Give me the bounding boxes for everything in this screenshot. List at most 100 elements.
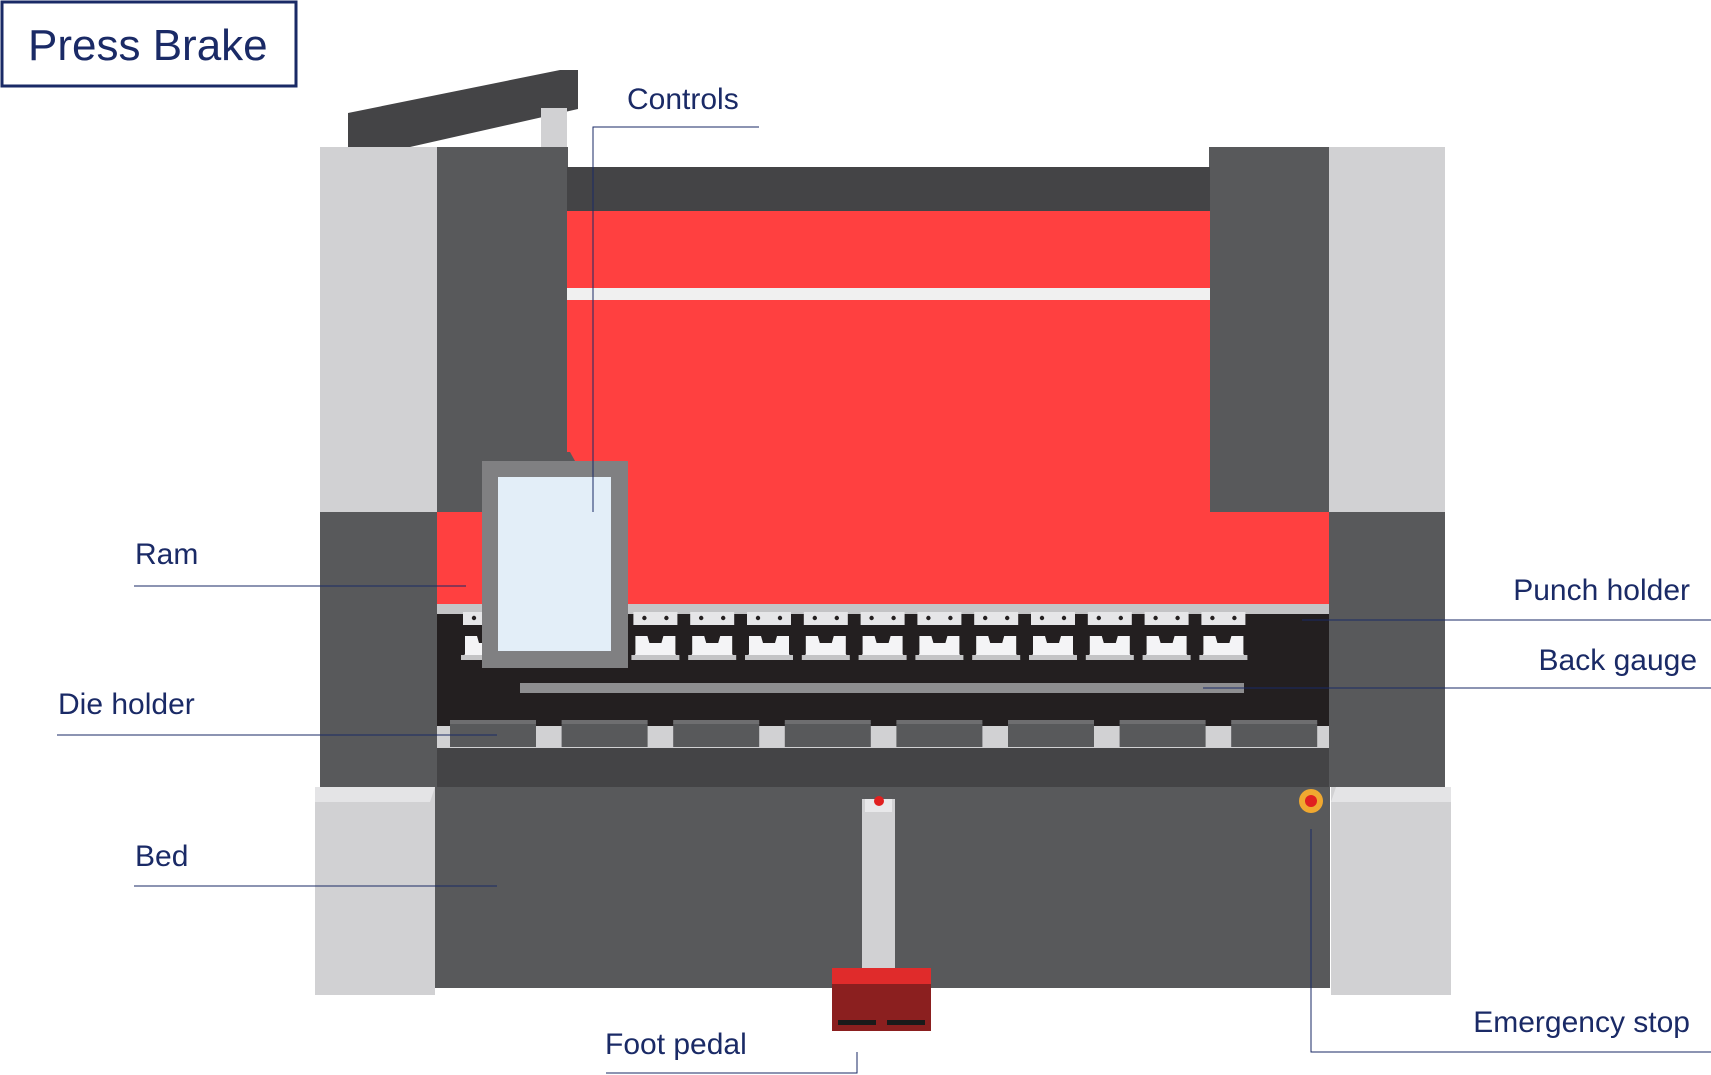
punch-clamp (860, 612, 905, 625)
punch-tool-shadow (858, 655, 907, 660)
die-block-top (450, 720, 536, 724)
punch-bolt-icon (471, 615, 477, 621)
punch-bolt-icon (926, 615, 931, 621)
punch-bolt-icon (834, 615, 839, 621)
punch-tool (915, 636, 964, 660)
punch-clamp (917, 612, 962, 625)
foot-pedal[interactable] (832, 796, 931, 1031)
punch (1142, 612, 1191, 660)
foot-pedal-post (862, 799, 895, 971)
emergency-stop-button[interactable] (1299, 789, 1323, 813)
label-punch-holder: Punch holder (1513, 574, 1690, 607)
left-lower-frame (320, 512, 437, 787)
leader-lines (57, 126, 1711, 1074)
punch-tool (1029, 636, 1077, 660)
label-emergency-stop: Emergency stop (1473, 1006, 1690, 1039)
label-controls: Controls (627, 83, 739, 116)
punch-bolt-icon (1061, 615, 1067, 621)
punch-clamp (1031, 612, 1075, 625)
die-holder (437, 720, 1329, 787)
back-gauge-bar (520, 683, 1244, 693)
punch (972, 612, 1021, 660)
foot-pedal-indicator-icon (874, 796, 884, 806)
right-lower-frame (1329, 512, 1445, 787)
punch-bolt-icon (1210, 615, 1215, 621)
die-block (896, 723, 983, 747)
label-die-holder: Die holder (58, 688, 195, 721)
punch-bolt-icon (1005, 615, 1010, 621)
punch-bolt-icon (1039, 615, 1045, 621)
foot-pedal-right-slot (887, 1020, 925, 1025)
punch-tool (972, 636, 1021, 660)
punch-tool-shadow (915, 655, 964, 660)
punch (801, 612, 850, 660)
emergency-stop-leader (1310, 829, 1711, 1053)
die-holder-base (437, 748, 1329, 787)
bed-left-foot (315, 787, 435, 995)
title-box: Press Brake (0, 0, 298, 88)
punch-bolt-icon (777, 615, 783, 621)
die-block-top (1008, 720, 1094, 724)
punch-bolt-icon (983, 615, 988, 621)
punch-bolt-icon (699, 615, 704, 621)
foot-pedal-top (832, 968, 931, 984)
punch-bolt-icon (1096, 615, 1102, 621)
label-bed: Bed (135, 840, 188, 873)
foot-pedal-leader (606, 1052, 858, 1074)
punch-bolt-icon (1118, 615, 1124, 621)
punch-bolt-icon (642, 615, 647, 621)
punch (1029, 612, 1077, 660)
label-ram: Ram (135, 538, 198, 571)
punch-tool-shadow (972, 655, 1021, 660)
die-block-top (673, 720, 760, 724)
punch-tool-shadow (1085, 655, 1134, 660)
left-upright-dark (437, 147, 568, 512)
punch-clamp (690, 612, 735, 625)
punch-clamp (803, 612, 848, 625)
label-back-gauge: Back gauge (1539, 644, 1697, 677)
ram-stripe (567, 288, 1210, 300)
punch-clamp (1144, 612, 1189, 625)
punch-bolt-icon (755, 615, 761, 621)
title-frame (0, 0, 298, 88)
punch-tool-shadow (745, 655, 793, 660)
bed-right-foot (1331, 787, 1451, 995)
punch-holders (461, 612, 1248, 660)
punch-tool-shadow (631, 655, 680, 660)
punch-bolt-icon (812, 615, 817, 621)
punch-tool (631, 636, 680, 660)
die-block-top (896, 720, 983, 724)
punch-tool (858, 636, 907, 660)
punch-tool (1142, 636, 1191, 660)
punch-tool (688, 636, 737, 660)
die-block-top (1231, 720, 1318, 724)
punch (915, 612, 964, 660)
control-arm-beam (348, 70, 578, 147)
die-block-top (561, 720, 648, 724)
punch-clamp (974, 612, 1019, 625)
control-panel (482, 452, 628, 668)
die-block-top (784, 720, 871, 724)
punch-bolt-icon (1153, 615, 1158, 621)
punch-clamp (633, 612, 678, 625)
die-block (1119, 723, 1206, 747)
punch-tool (745, 636, 793, 660)
punch-bolt-icon (1232, 615, 1237, 621)
punch (1085, 612, 1134, 660)
punch (1199, 612, 1248, 660)
punch-bolt-icon (891, 615, 896, 621)
left-upright-light (320, 147, 437, 512)
die-block (561, 723, 648, 747)
label-foot-pedal: Foot pedal (605, 1028, 747, 1061)
bed-right-foot-top (1331, 787, 1451, 802)
punch-tool-shadow (688, 655, 737, 660)
controls-leader (592, 126, 759, 512)
emergency-stop-center (1305, 795, 1317, 807)
punch-tool (801, 636, 850, 660)
punch-bolt-icon (869, 615, 874, 621)
punch-bolt-icon (721, 615, 726, 621)
bed-left-foot-top (315, 787, 435, 802)
die-block (1231, 723, 1318, 747)
die-block (784, 723, 871, 747)
